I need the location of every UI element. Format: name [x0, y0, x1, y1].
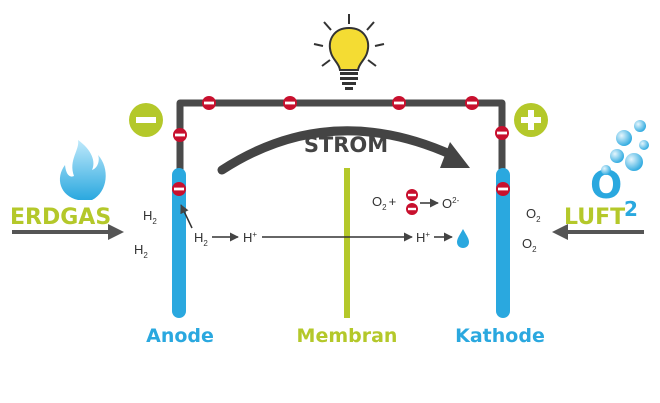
svg-text:H+: H+: [416, 230, 430, 245]
svg-text:H2: H2: [143, 208, 157, 226]
electron-icon: [173, 128, 187, 142]
electron-icon: [392, 96, 406, 110]
kathode-label: Kathode: [455, 325, 545, 347]
o2-bottom: O2: [522, 236, 537, 254]
anode-label: Anode: [146, 325, 214, 347]
membran-label: Membran: [297, 325, 398, 347]
electron-icon: [465, 96, 479, 110]
svg-text:O2: O2: [526, 206, 541, 224]
h2-flow: H2: [194, 230, 208, 248]
electron-icon: [406, 203, 418, 215]
luft-label: LUFT: [564, 205, 625, 230]
erdgas-label: ERDGAS: [10, 205, 111, 230]
strom-arrow: [217, 126, 457, 175]
electron-icon: [283, 96, 297, 110]
plus-icon: [514, 103, 548, 137]
h2-top: H2: [143, 208, 157, 226]
svg-text:O2-: O2-: [442, 196, 460, 211]
electron-icon: [495, 126, 509, 140]
h-plus-anode: H+: [243, 230, 257, 245]
electron-icon: [172, 182, 186, 196]
electron-release-arrow: [180, 204, 193, 229]
light-bulb-icon: [313, 14, 385, 90]
electron-icon: [202, 96, 216, 110]
svg-text:H+: H+: [243, 230, 257, 245]
h2-bottom: H2: [134, 242, 148, 260]
flame-icon: [59, 140, 106, 200]
electron-icon: [496, 182, 510, 196]
luft-arrowhead: [552, 224, 568, 240]
o2-big-subscript: 2: [624, 197, 638, 221]
bubbles-icon: [601, 120, 649, 175]
svg-text:O2+: O2+: [372, 194, 396, 212]
strom-arrowhead: [440, 142, 470, 168]
svg-text:O2: O2: [522, 236, 537, 254]
kathode-electrode: [496, 168, 510, 318]
oxide-ion: O2-: [442, 196, 460, 211]
water-drop-icon: [457, 229, 469, 248]
electron-icon: [406, 189, 418, 201]
o2-top: O2: [526, 206, 541, 224]
svg-text:H2: H2: [194, 230, 208, 248]
minus-icon: [129, 103, 163, 137]
membrane: [344, 168, 350, 318]
h-plus-kathode: H+: [416, 230, 430, 245]
reaction-o2: O2+: [372, 194, 396, 212]
strom-label: STROM: [304, 133, 388, 157]
erdgas-arrowhead: [108, 224, 124, 240]
electrons: [172, 96, 510, 196]
svg-text:H2: H2: [134, 242, 148, 260]
